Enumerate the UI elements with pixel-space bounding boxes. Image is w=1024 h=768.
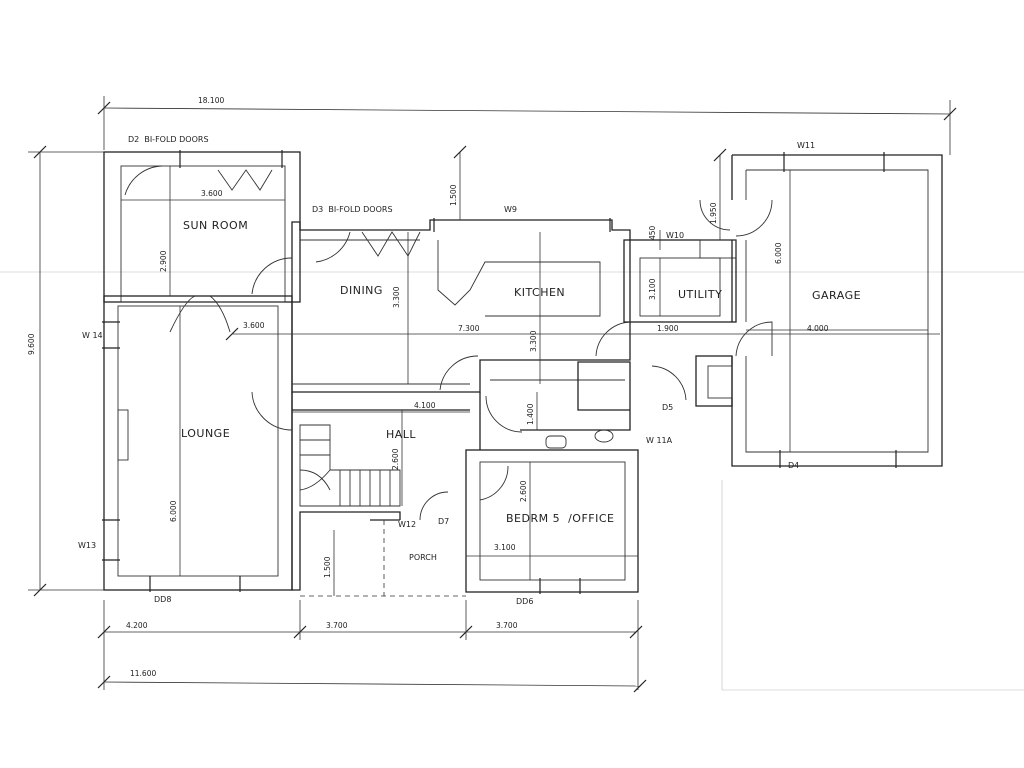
dim-bed-depth: 2.600	[519, 480, 528, 502]
dim-utility-width: 1.900	[657, 324, 679, 333]
dim-kitchen-depth: 3.300	[529, 330, 538, 352]
walls	[103, 151, 943, 593]
label-d2: D2 BI-FOLD DOORS	[128, 135, 209, 144]
garage-wall	[731, 154, 943, 467]
label-w11a: W 11A	[646, 436, 673, 445]
label-utility: UTILITY	[678, 288, 722, 301]
staircase	[299, 424, 401, 507]
dim-bed-width: 3.100	[494, 543, 516, 552]
bedroom-wall	[465, 449, 639, 593]
label-w11: W11	[797, 141, 815, 150]
dim-garage-depth: 6.000	[774, 242, 783, 264]
sun-room-inner-wall	[120, 165, 286, 303]
dim-garage-width: 4.000	[807, 324, 829, 333]
window-marks	[102, 150, 897, 594]
bi-fold-door-d3	[361, 231, 421, 257]
lounge-door-swing	[251, 391, 293, 431]
dim-hall-depth: 2.600	[391, 448, 400, 470]
dim-dining-link: 3.600	[243, 321, 265, 330]
dim-hall-width: 4.100	[414, 401, 436, 410]
door-d5-swing	[651, 365, 687, 401]
store-door-swing	[485, 395, 523, 433]
label-bedroom: BEDRM 5 /OFFICE	[506, 512, 614, 525]
label-sun-room: SUN ROOM	[183, 219, 248, 232]
dimension-lines	[28, 96, 957, 693]
label-dining: DINING	[340, 284, 383, 297]
wc-pan	[594, 429, 614, 443]
bi-fold-door-d2	[217, 169, 273, 191]
label-w10: W10	[666, 231, 684, 240]
dim-front-a: 4.200	[126, 621, 148, 630]
bedroom-inner-wall	[479, 461, 626, 581]
label-lounge: LOUNGE	[181, 427, 230, 440]
dim-sun-room-depth: 2.900	[159, 250, 168, 272]
dim-utility-link: 450	[648, 225, 657, 240]
basin	[545, 435, 567, 449]
dim-overall-width: 18.100	[198, 96, 224, 105]
kitchen-counter	[437, 240, 601, 317]
label-d4: D4	[788, 461, 799, 470]
sun-room-door-swing	[124, 165, 163, 196]
label-kitchen: KITCHEN	[514, 286, 565, 299]
utility-door-swing	[595, 321, 631, 357]
porch-outline	[300, 520, 466, 597]
dim-dining-depth: 3.300	[392, 286, 401, 308]
store-wc-wall	[479, 361, 631, 450]
kitchen-door-swing	[439, 355, 479, 391]
dim-projection: 1.500	[449, 184, 458, 206]
bedroom-door-swing	[479, 465, 509, 501]
label-w12: W12	[398, 520, 416, 529]
opening-labels: D2 BI-FOLD DOORS D3 BI-FOLD DOORS W9 W10…	[78, 135, 815, 606]
label-d7: D7	[438, 517, 449, 526]
lounge-sunroom-doors	[169, 295, 231, 333]
garage-side-store	[695, 355, 733, 407]
label-d3: D3 BI-FOLD DOORS	[312, 205, 393, 214]
utility-inner-wall	[639, 257, 721, 317]
label-dd8: DD8	[154, 595, 171, 604]
dim-utility-depth: 3.100	[648, 278, 657, 300]
porch-door-swing	[419, 491, 449, 521]
label-garage: GARAGE	[812, 289, 861, 302]
dim-lounge-depth: 6.000	[169, 500, 178, 522]
label-dd6: DD6	[516, 597, 533, 606]
paper-fold-lines	[0, 271, 1024, 691]
dim-front-total: 11.600	[130, 669, 156, 678]
dim-sun-room-width: 3.600	[201, 189, 223, 198]
garage-side-door-swing-2	[699, 199, 731, 231]
dining-door-swing-2	[315, 231, 351, 263]
label-w13: W13	[78, 541, 96, 550]
stair-treads	[299, 439, 391, 506]
dim-front-c: 3.700	[496, 621, 518, 630]
lounge-inner-wall	[117, 305, 279, 577]
label-porch: PORCH	[409, 553, 437, 562]
dining-door-swing	[251, 257, 293, 295]
label-hall: HALL	[386, 428, 416, 441]
label-w9: W9	[504, 205, 517, 214]
dining-kitchen-wall	[291, 219, 631, 393]
dim-garage-offset: 1.950	[709, 202, 718, 224]
doors	[124, 165, 773, 521]
dim-dining-kitchen-width: 7.300	[458, 324, 480, 333]
dim-front-b: 3.700	[326, 621, 348, 630]
dim-store-depth: 1.400	[526, 403, 535, 425]
lounge-chimney-breast	[117, 409, 129, 461]
utility-wall	[623, 239, 737, 323]
label-w14: W 14	[82, 331, 103, 340]
dim-overall-depth: 9.600	[27, 333, 36, 355]
dim-porch-depth: 1.500	[323, 556, 332, 578]
garage-side-door-swing	[735, 199, 773, 237]
label-d5: D5	[662, 403, 673, 412]
dimension-labels: 18.100 9.600 3.600 2.900 3.600 3.300 3.3…	[27, 96, 829, 678]
garage-internal-door	[735, 321, 773, 357]
lounge-wall	[103, 295, 293, 591]
room-labels: SUN ROOM DINING KITCHEN UTILITY GARAGE L…	[181, 219, 861, 562]
